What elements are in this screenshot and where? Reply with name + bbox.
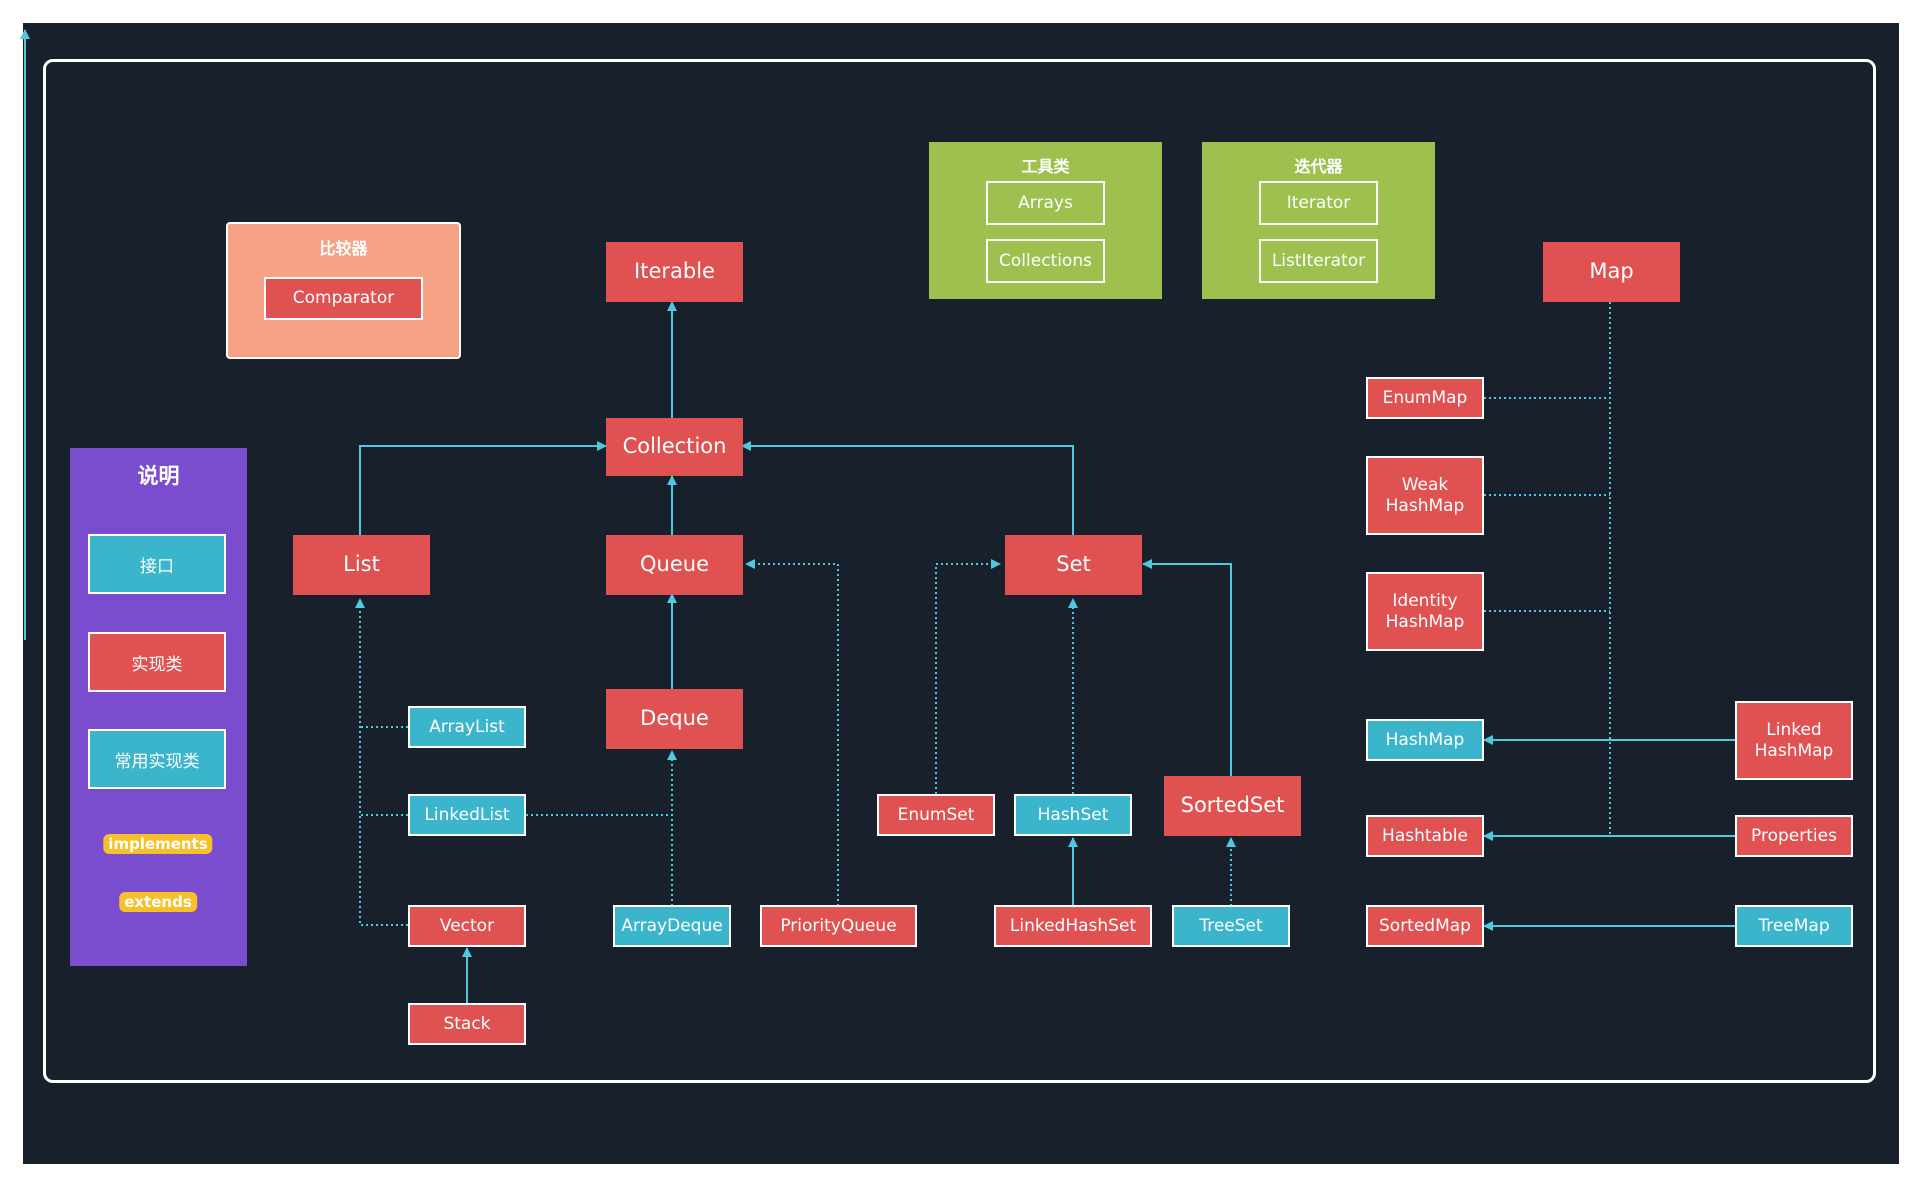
legend-title: 说明 (137, 464, 180, 488)
edge-linkedlist-deque (526, 750, 677, 816)
iterators-title: 迭代器 (1294, 157, 1343, 176)
edge-list-collection (359, 441, 607, 535)
sortedmap-node[interactable]: SortedMap (1366, 905, 1484, 947)
tools-panel: 工具类 Arrays Collections (929, 142, 1162, 299)
tools-title: 工具类 (1021, 157, 1070, 176)
edge-priorityqueue-queue (745, 559, 839, 906)
diagram-frame (43, 59, 1876, 1083)
collection-node[interactable]: Collection (606, 418, 743, 476)
arrays-node[interactable]: Arrays (986, 181, 1105, 225)
properties-node[interactable]: Properties (1735, 815, 1853, 857)
weakhashmap-node[interactable]: Weak HashMap (1366, 456, 1484, 535)
legend-extends-label: extends (119, 892, 197, 912)
comparator-title: 比较器 (319, 239, 368, 258)
comparator-node[interactable]: Comparator (264, 277, 423, 320)
arraylist-node[interactable]: ArrayList (408, 706, 526, 748)
edge-sortedset-set (1142, 559, 1232, 776)
linkedlist-node[interactable]: LinkedList (408, 794, 526, 836)
legend-common-impl: 常用实现类 (88, 729, 226, 789)
set-node[interactable]: Set (1005, 535, 1142, 595)
list-node[interactable]: List (293, 535, 430, 595)
weakhashmap-label-2: HashMap (1385, 495, 1465, 516)
identityhashmap-label-2: HashMap (1385, 611, 1465, 632)
edge-set-collection (741, 441, 1074, 535)
iterator-node[interactable]: Iterator (1259, 181, 1378, 225)
iterators-panel: 迭代器 Iterator ListIterator (1202, 142, 1435, 299)
linkedhashmap-label-2: HashMap (1754, 740, 1834, 761)
linkedhashmap-label-1: Linked (1766, 720, 1822, 741)
deque-node[interactable]: Deque (606, 689, 743, 749)
queue-node[interactable]: Queue (606, 535, 743, 595)
enummap-node[interactable]: EnumMap (1366, 377, 1484, 419)
priorityqueue-node[interactable]: PriorityQueue (760, 905, 917, 947)
legend-impl: 实现类 (88, 632, 226, 692)
legend-panel: 说明 接口 实现类 常用实现类 implements extends (70, 448, 247, 966)
map-node[interactable]: Map (1543, 242, 1680, 302)
iterable-node[interactable]: Iterable (606, 242, 743, 302)
comparator-panel: 比较器 Comparator (226, 222, 461, 359)
collections-node[interactable]: Collections (986, 239, 1105, 283)
arraydeque-node[interactable]: ArrayDeque (613, 905, 731, 947)
weakhashmap-label-1: Weak (1401, 475, 1449, 496)
identityhashmap-node[interactable]: Identity HashMap (1366, 572, 1484, 651)
edge-vector-list (355, 598, 408, 926)
treemap-node[interactable]: TreeMap (1735, 905, 1853, 947)
hashmap-node[interactable]: HashMap (1366, 719, 1484, 761)
legend-implements-label: implements (103, 834, 213, 854)
vector-node[interactable]: Vector (408, 905, 526, 947)
enumset-node[interactable]: EnumSet (877, 794, 995, 836)
hashtable-node[interactable]: Hashtable (1366, 815, 1484, 857)
treeset-node[interactable]: TreeSet (1172, 905, 1290, 947)
legend-interface: 接口 (88, 534, 226, 594)
hashset-node[interactable]: HashSet (1014, 794, 1132, 836)
listiterator-node[interactable]: ListIterator (1259, 239, 1378, 283)
stack-node[interactable]: Stack (408, 1003, 526, 1045)
edge-enumset-set (935, 559, 1001, 794)
identityhashmap-label-1: Identity (1392, 591, 1458, 612)
linkedhashset-node[interactable]: LinkedHashSet (994, 905, 1152, 947)
sortedset-node[interactable]: SortedSet (1164, 776, 1301, 836)
linkedhashmap-node[interactable]: Linked HashMap (1735, 701, 1853, 780)
